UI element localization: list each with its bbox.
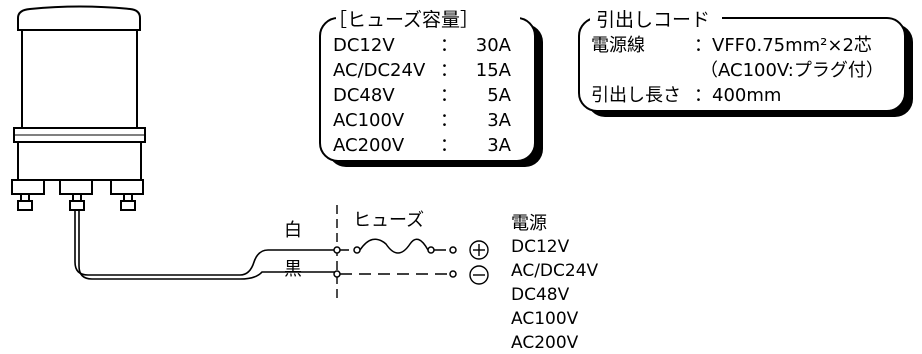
fuse-row-1-sep: ：	[440, 35, 458, 56]
fuse-row-4-amp: 3A	[487, 110, 511, 131]
lead-cable	[74, 210, 335, 280]
negative-line	[333, 270, 457, 278]
fuse-row-4-sep: ：	[440, 110, 458, 131]
fuse-label: ヒューズ	[353, 210, 424, 231]
fuse-row-2-sep: ：	[440, 60, 458, 81]
fuse-symbol	[359, 238, 429, 254]
plus-terminal-icon	[469, 240, 489, 260]
power-voltage-4: AC100V	[511, 309, 579, 329]
cord-line1-label: 電源線	[591, 35, 645, 56]
white-wire-label: 白	[284, 220, 302, 241]
fuse-row-5-amp: 3A	[487, 135, 511, 156]
lamp-dome	[17, 5, 141, 31]
lamp-screw-right	[120, 193, 136, 211]
lamp-screw-left	[17, 193, 33, 211]
fuse-row-5-voltage: AC200V	[333, 135, 405, 156]
cord-line3-label: 引出し長さ	[591, 85, 681, 106]
fuse-row-4-voltage: AC100V	[333, 110, 405, 131]
power-voltage-5: AC200V	[511, 333, 579, 353]
cord-line2-value: （AC100V:プラグ付）	[700, 60, 884, 81]
lamp-foot-left	[11, 179, 45, 195]
lamp-base	[17, 142, 142, 181]
fuse-row-3-sep: ：	[440, 85, 458, 106]
power-voltage-3: DC48V	[511, 285, 570, 305]
power-voltage-1: DC12V	[511, 237, 570, 257]
fuse-box-title: ［ヒューズ容量］	[328, 9, 479, 31]
lamp-foot-right	[110, 179, 144, 195]
signal-lamp	[11, 5, 146, 211]
fuse-capacity-box: ［ヒューズ容量］ DC12V ： 30A AC/DC24V ： 15A DC48…	[319, 8, 543, 167]
fuse-row-3-voltage: DC48V	[333, 85, 395, 106]
lamp-globe	[21, 30, 138, 129]
lead-cord-box: 引出しコード 電源線 ：VFF0.75mm²×2芯 （AC100V:プラグ付） …	[578, 8, 913, 117]
power-voltage-2: AC/DC24V	[511, 261, 599, 281]
cord-box-title: 引出しコード	[596, 9, 710, 31]
fuse-row-2-amp: 15A	[476, 60, 512, 81]
positive-line	[333, 238, 457, 254]
lamp-screw-center	[69, 193, 85, 211]
cord-line1-value: ：VFF0.75mm²×2芯	[694, 35, 872, 56]
minus-terminal-icon	[469, 265, 489, 285]
power-heading: 電源	[511, 213, 547, 234]
fuse-row-1-voltage: DC12V	[333, 35, 395, 56]
cord-line3-value: ：400mm	[694, 85, 781, 106]
fuse-row-2-voltage: AC/DC24V	[333, 60, 426, 81]
fuse-row-5-sep: ：	[440, 135, 458, 156]
fuse-row-1-amp: 30A	[476, 35, 512, 56]
lamp-foot-center	[59, 179, 93, 195]
black-wire-label: 黒	[284, 259, 302, 280]
fuse-row-3-amp: 5A	[487, 85, 511, 106]
